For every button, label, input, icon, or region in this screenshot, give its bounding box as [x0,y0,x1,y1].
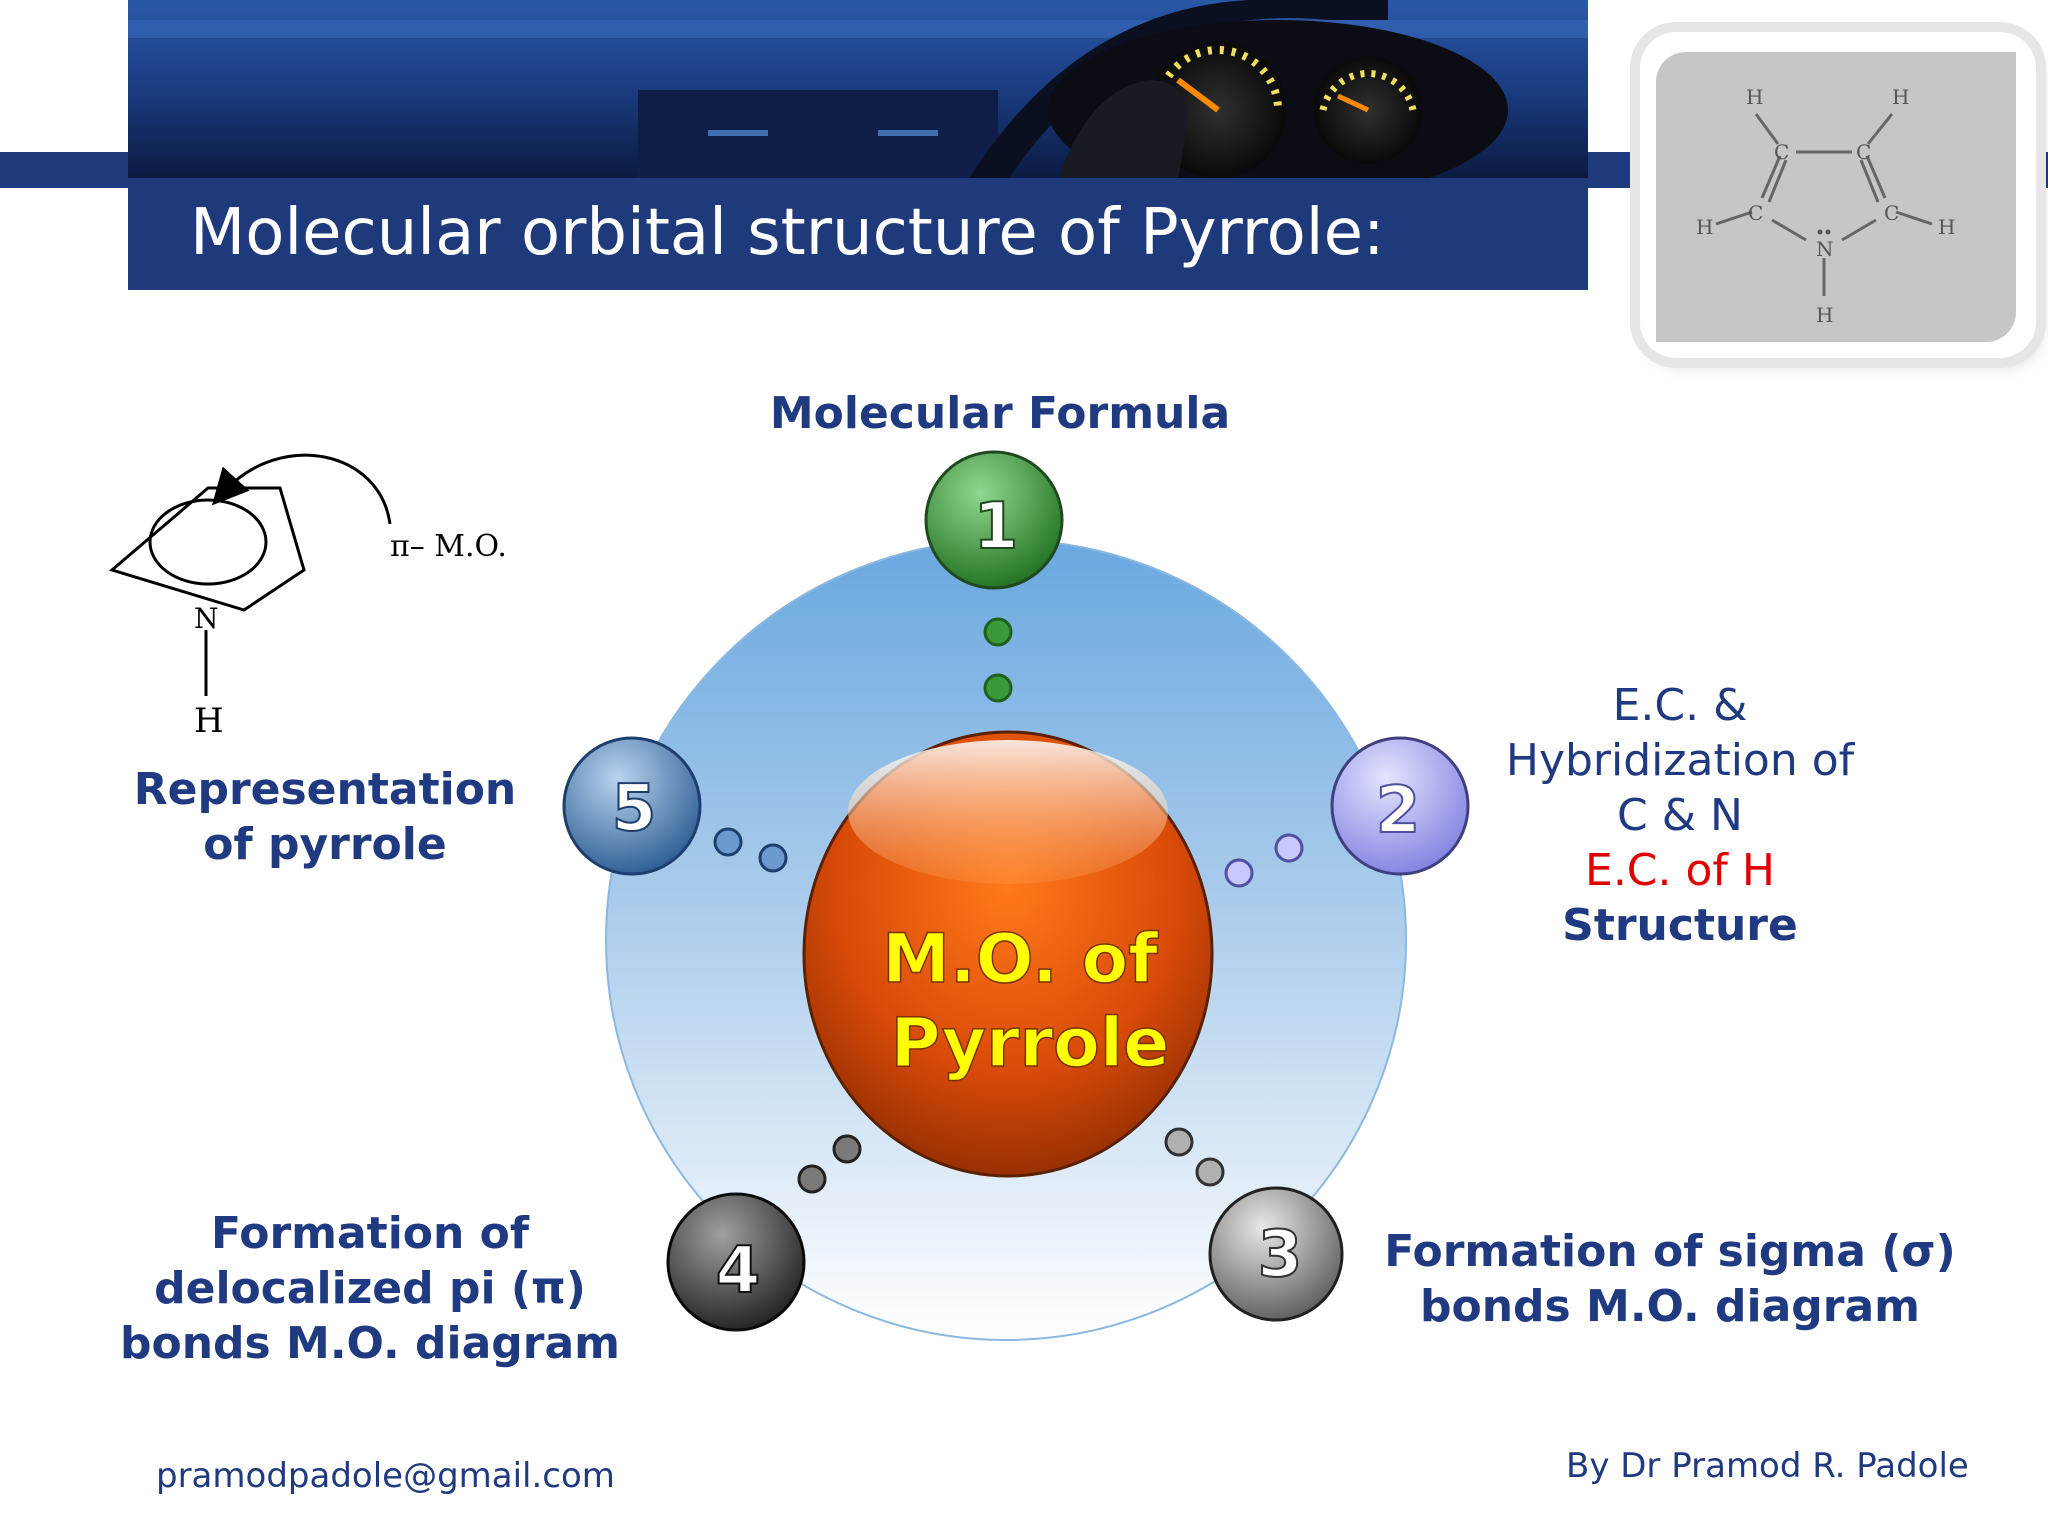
footer-email: pramodpadole@gmail.com [156,1456,615,1496]
thumb-h3-label: H [1696,215,1713,239]
thumb-c4-label: C [1884,201,1899,225]
header-accent-bar-left [0,152,128,188]
node-1-label: Molecular Formula [769,388,1231,439]
node-5-label-group: Representation of pyrrole [110,762,540,872]
pyrrole-h-label: H [194,701,224,741]
node-1-number: 1 [974,490,1019,564]
node-2-label-line2: Hybridization of [1505,735,1855,786]
node-4-label-line2: delocalized pi (π) [154,1263,586,1314]
node-3-sphere: 3 [1208,1186,1344,1322]
node-3-label-line2: bonds M.O. diagram [1419,1281,1921,1332]
thumb-h4-label: H [1938,215,1955,239]
node-2-label-line1: E.C. & [1612,680,1748,731]
thumb-c3-label: C [1748,201,1763,225]
node-3-number: 3 [1258,1218,1303,1292]
pi-mo-label: π– M.O. [390,529,507,564]
node-2-bold-line: Structure [1562,900,1798,951]
node-4-label-group: Formation of delocalized pi (π) bonds M.… [100,1206,640,1371]
node-4-label-line3: bonds M.O. diagram [119,1318,621,1369]
node-2-label-line3: C & N [1617,790,1743,841]
title-bar [128,178,1588,290]
thumb-c2-label: C [1856,140,1871,164]
node-5-number: 5 [612,772,657,846]
node-2-number: 2 [1376,774,1421,848]
node-4-number: 4 [716,1234,761,1308]
node-5-label-line2: of pyrrole [203,819,447,870]
node-3-label-line1: Formation of sigma (σ) [1384,1226,1956,1277]
pyrrole-representation-drawing: N H π– M.O. [100,440,580,750]
node-4-label-line1: Formation of [210,1208,530,1259]
connector-dots-2 [1224,833,1304,888]
pyrrole-structure-thumbnail: C C C C N H H H H H [1656,52,2016,342]
footer-author: By Dr Pramod R. Padole [1566,1446,1969,1486]
node-1-sphere: 1 [924,450,1064,590]
thumb-c1-label: C [1774,140,1789,164]
thumb-h1-label: H [1746,85,1763,109]
node-2-highlight-line: E.C. of H [1585,845,1775,896]
connector-dots-4 [797,1134,862,1194]
connector-dots-5 [713,827,788,873]
thumb-h5-label: H [1816,303,1833,327]
node-2-label-group: E.C. & Hybridization of C & N E.C. of H … [1430,678,1930,953]
header-dashboard-photo [128,0,1588,180]
thumb-h2-label: H [1892,85,1909,109]
node-4-sphere: 4 [666,1192,806,1332]
pyrrole-n-label: N [194,602,219,635]
center-label-line2: Pyrrole [891,1004,1170,1083]
node-5-sphere: 5 [562,736,702,876]
connector-dots-3 [1164,1127,1225,1187]
thumb-n-label: N [1816,237,1834,261]
connector-dots-1 [983,617,1013,703]
center-label-line1: M.O. of [882,920,1159,999]
node-3-label-group: Formation of sigma (σ) bonds M.O. diagra… [1360,1224,1980,1334]
center-orb [802,730,1214,1178]
node-5-label-line1: Representation [133,764,517,815]
node-2-sphere: 2 [1330,736,1470,876]
slide-title: Molecular orbital structure of Pyrrole: [190,196,1385,270]
